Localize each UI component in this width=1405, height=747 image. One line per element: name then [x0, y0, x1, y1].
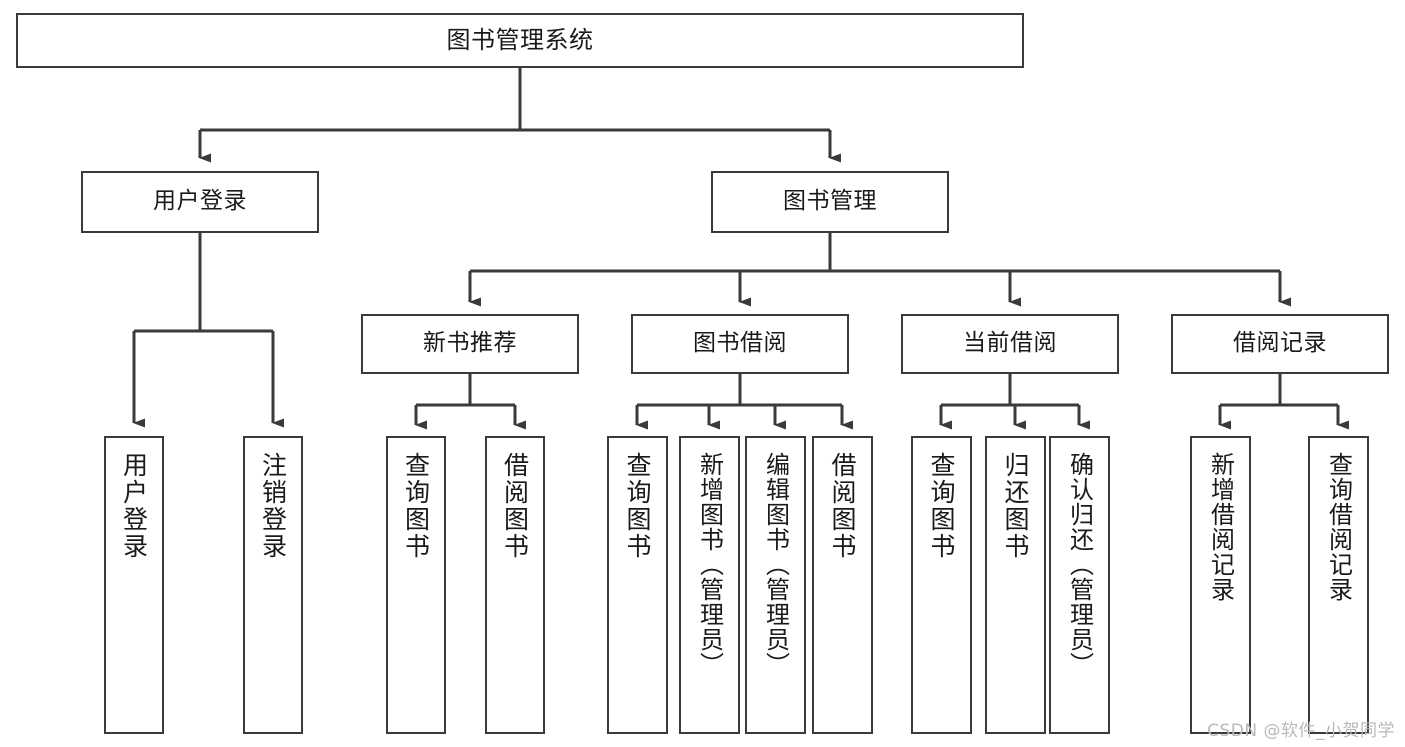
- leaf-add-borrow-record-label: 新增借阅记录: [1206, 452, 1235, 602]
- watermark: CSDN @软件_小贺同学: [1207, 721, 1395, 741]
- node-user-login-label: 用户登录: [153, 188, 247, 215]
- leaf-user-login-label: 用户登录: [119, 452, 149, 560]
- leaf-confirm-return[interactable]: 确认归还（管理员）: [1049, 436, 1110, 734]
- leaf-add-book[interactable]: 新增图书（管理员）: [679, 436, 740, 734]
- leaf-query-book-rec-label: 查询图书: [401, 452, 431, 560]
- node-book-manage[interactable]: 图书管理: [711, 171, 949, 233]
- leaf-borrow-book-rec[interactable]: 借阅图书: [485, 436, 545, 734]
- node-current-borrow[interactable]: 当前借阅: [901, 314, 1119, 374]
- node-new-book-recommend[interactable]: 新书推荐: [361, 314, 579, 374]
- leaf-user-logout[interactable]: 注销登录: [243, 436, 303, 734]
- node-book-borrow-label: 图书借阅: [693, 330, 787, 357]
- leaf-user-logout-label: 注销登录: [258, 452, 288, 560]
- leaf-return-book-label: 归还图书: [1001, 452, 1030, 560]
- leaf-edit-book[interactable]: 编辑图书（管理员）: [745, 436, 806, 734]
- node-current-borrow-label: 当前借阅: [963, 330, 1057, 357]
- leaf-query-book-label: 查询图书: [623, 452, 652, 560]
- node-book-manage-label: 图书管理: [783, 188, 877, 215]
- leaf-confirm-return-label: 确认归还（管理员）: [1065, 452, 1094, 677]
- leaf-query-book-cur[interactable]: 查询图书: [911, 436, 972, 734]
- leaf-query-borrow-record[interactable]: 查询借阅记录: [1308, 436, 1369, 734]
- leaf-borrow-book-rec-label: 借阅图书: [500, 452, 530, 560]
- leaf-edit-book-label: 编辑图书（管理员）: [761, 452, 790, 677]
- node-new-book-recommend-label: 新书推荐: [423, 330, 517, 357]
- leaf-query-borrow-record-label: 查询借阅记录: [1324, 452, 1353, 602]
- node-root[interactable]: 图书管理系统: [16, 13, 1024, 68]
- node-borrow-record[interactable]: 借阅记录: [1171, 314, 1389, 374]
- leaf-query-book-cur-label: 查询图书: [927, 452, 956, 560]
- leaf-borrow-book[interactable]: 借阅图书: [812, 436, 873, 734]
- node-borrow-record-label: 借阅记录: [1233, 330, 1327, 357]
- leaf-query-book[interactable]: 查询图书: [607, 436, 668, 734]
- leaf-borrow-book-label: 借阅图书: [828, 452, 857, 560]
- node-user-login[interactable]: 用户登录: [81, 171, 319, 233]
- leaf-query-book-rec[interactable]: 查询图书: [386, 436, 446, 734]
- leaf-add-borrow-record[interactable]: 新增借阅记录: [1190, 436, 1251, 734]
- leaf-add-book-label: 新增图书（管理员）: [695, 452, 724, 677]
- node-book-borrow[interactable]: 图书借阅: [631, 314, 849, 374]
- node-root-label: 图书管理系统: [446, 26, 594, 55]
- leaf-user-login[interactable]: 用户登录: [104, 436, 164, 734]
- leaf-return-book[interactable]: 归还图书: [985, 436, 1046, 734]
